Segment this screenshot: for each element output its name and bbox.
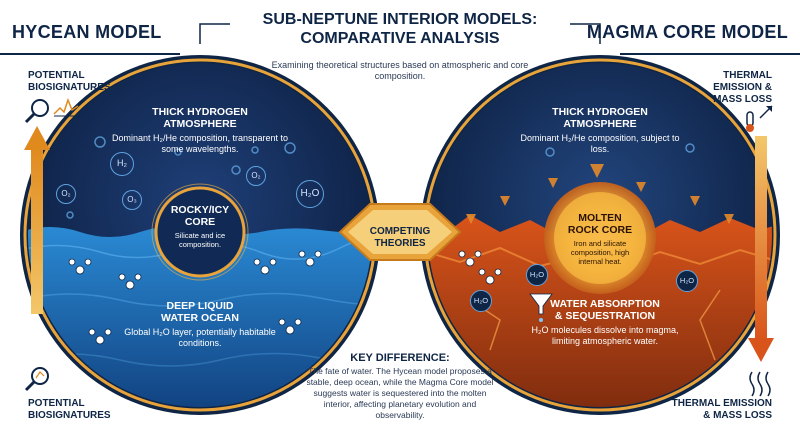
magnifier-icon [24, 99, 49, 124]
ocean-layer [28, 226, 372, 407]
h2o-molecule: H₂O [526, 264, 548, 286]
h2o-molecule: H₂O [676, 270, 698, 292]
chart-icon [53, 97, 80, 117]
corner-label-bottom-right: THERMAL EMISSION & MASS LOSS [671, 398, 772, 421]
h2-molecule: H₂ [110, 152, 134, 176]
corner-label-bottom-left: POTENTIAL BIOSIGNATURES [28, 398, 111, 421]
thermometer-icon [746, 105, 773, 132]
right-core-text: Iron and silicate composition, high inte… [570, 239, 630, 266]
right-absorption-block: WATER ABSORPTION & SEQUESTRATION H₂O mol… [525, 298, 685, 347]
right-atmosphere-title: THICK HYDROGEN ATMOSPHERE [552, 106, 648, 130]
h2o-molecule: H₂O [470, 290, 492, 312]
hycean-model-title: HYCEAN MODEL [12, 22, 162, 42]
filter-funnel-icon [529, 293, 553, 322]
magma-molecules [458, 250, 502, 285]
o3-molecule: O₃ [122, 190, 142, 210]
magma-model-title: MAGMA CORE MODEL [586, 22, 788, 42]
hycean-planet [20, 55, 380, 415]
right-core-block: MOLTEN ROCK CORE Iron and silicate compo… [560, 212, 640, 266]
downward-arrow [748, 136, 774, 362]
competing-theories-label: COMPETING THEORIES [369, 226, 431, 249]
h2o-molecule: H₂O [296, 180, 324, 208]
magnifier-icon [24, 367, 49, 392]
frame-line [570, 23, 601, 44]
page-title: SUB-NEPTUNE INTERIOR MODELS: COMPARATIVE… [262, 11, 538, 47]
magma-planet [420, 55, 780, 415]
frame-line [199, 23, 230, 44]
upward-arrow [24, 126, 50, 314]
bubbles [66, 136, 296, 219]
right-atmosphere-block: THICK HYDROGEN ATMOSPHERE Dominant H₂/He… [510, 106, 690, 155]
left-atmosphere-text: Dominant H₂/He composition, transparent … [111, 133, 289, 154]
rocky-core [154, 186, 246, 278]
left-ocean-text: Global H₂O layer, potentially habitable … [124, 327, 276, 348]
right-core-title: MOLTEN ROCK CORE [567, 212, 633, 236]
corner-label-top-right: THERMAL EMISSION & MASS LOSS [713, 70, 772, 105]
corner-label-top-left: POTENTIAL BIOSIGNATURES [28, 70, 111, 93]
left-ocean-block: DEEP LIQUID WATER OCEAN Global H₂O layer… [118, 300, 282, 349]
left-core-title: ROCKY/ICY CORE [170, 204, 230, 228]
right-absorption-text: H₂O molecules dissolve into magma, limit… [531, 325, 679, 346]
page-subtitle: Examining theoretical structures based o… [271, 60, 529, 81]
right-atmosphere-text: Dominant H₂/He composition, subject to l… [520, 133, 680, 154]
o2-molecule: O₂ [56, 184, 76, 204]
competing-theories-badge [338, 203, 462, 261]
magma-layer [428, 215, 772, 407]
left-atmosphere-title: THICK HYDROGEN ATMOSPHERE [152, 106, 248, 130]
o2-molecule: O₂ [246, 166, 266, 186]
left-core-block: ROCKY/ICY CORE Silicate and ice composit… [158, 204, 242, 249]
key-difference-text: The fate of water. The Hycean model prop… [306, 366, 494, 420]
right-absorption-title: WATER ABSORPTION & SEQUESTRATION [550, 298, 660, 322]
left-core-text: Silicate and ice composition. [174, 231, 226, 249]
key-difference-title: KEY DIFFERENCE: [350, 352, 450, 364]
left-ocean-title: DEEP LIQUID WATER OCEAN [161, 300, 239, 324]
water-molecules [68, 250, 322, 345]
downward-arrows [466, 164, 734, 224]
left-atmosphere-block: THICK HYDROGEN ATMOSPHERE Dominant H₂/He… [110, 106, 290, 155]
heat-waves-icon [749, 371, 771, 397]
